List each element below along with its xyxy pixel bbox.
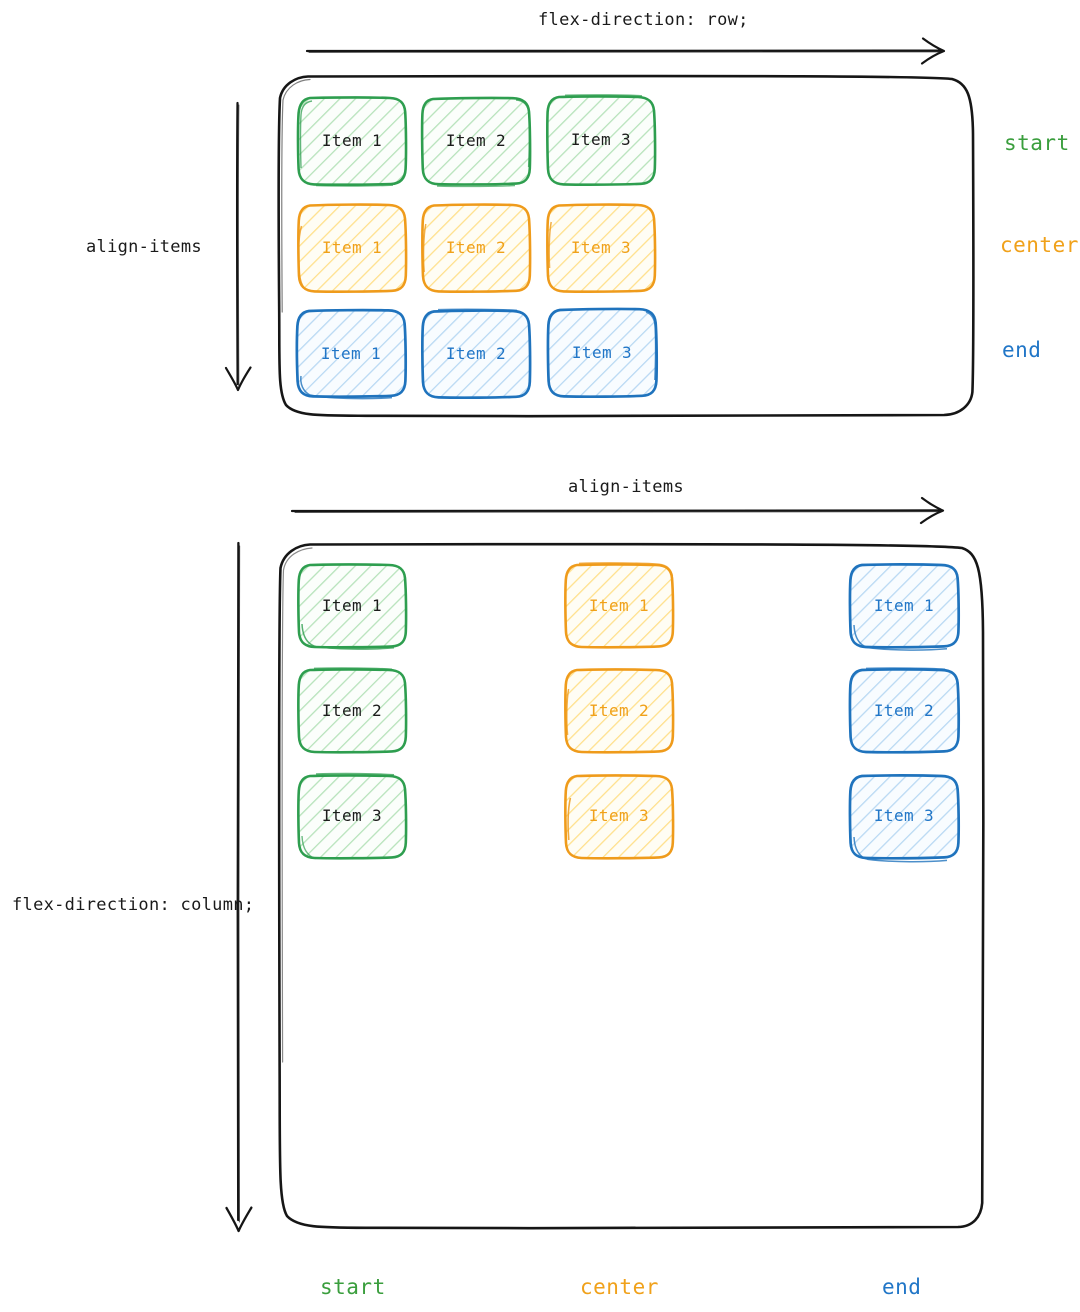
column-panel-top-axis-label: align-items (568, 477, 684, 497)
sketch-box-blue (848, 774, 961, 863)
row-main-axis-arrow (305, 37, 946, 65)
item-label: Item 3 (588, 806, 650, 825)
item-label: Item 2 (445, 131, 507, 150)
item-label: Item 1 (873, 596, 935, 615)
row-end-item-2[interactable]: Item 2 (420, 308, 532, 400)
row-label-start: start (1004, 131, 1070, 155)
item-label: Item 3 (873, 806, 935, 825)
row-start-item-3[interactable]: Item 3 (545, 93, 657, 187)
sketch-box-orange (297, 203, 408, 293)
item-label: Item 3 (571, 343, 633, 362)
row-end-item-1[interactable]: Item 1 (294, 308, 408, 400)
row-cross-axis-arrow (224, 101, 252, 392)
sketch-box-green (297, 772, 408, 860)
item-label: Item 1 (588, 596, 650, 615)
column-start-item-1[interactable]: Item 1 (296, 562, 408, 650)
sketch-box-blue (848, 667, 961, 754)
item-label: Item 3 (570, 130, 632, 149)
column-cross-axis-arrow (290, 496, 945, 525)
column-label-start: start (320, 1275, 386, 1299)
row-label-center: center (1000, 233, 1079, 257)
column-center-item-1[interactable]: Item 1 (563, 562, 675, 650)
row-center-item-3[interactable]: Item 3 (545, 202, 657, 294)
row-center-item-1[interactable]: Item 1 (296, 202, 408, 294)
sketch-box-orange (564, 668, 675, 754)
item-label: Item 3 (321, 806, 383, 825)
column-panel-left-axis-label: flex-direction: column; (12, 895, 255, 915)
row-panel-top-axis-label: flex-direction: row; (538, 10, 749, 30)
item-label: Item 3 (570, 238, 632, 257)
row-start-item-1[interactable]: Item 1 (296, 95, 408, 187)
column-label-center: center (580, 1275, 659, 1299)
column-end-item-1[interactable]: Item 1 (847, 562, 961, 651)
item-label: Item 2 (873, 701, 935, 720)
sketch-box-orange (564, 562, 675, 649)
item-label: Item 1 (321, 596, 383, 615)
sketch-box-blue (421, 308, 532, 400)
column-center-item-2[interactable]: Item 2 (563, 667, 675, 755)
sketch-box-blue (546, 307, 659, 399)
sketch-box-orange (421, 203, 532, 293)
row-start-item-2[interactable]: Item 2 (420, 95, 532, 188)
column-label-end: end (882, 1275, 922, 1299)
row-label-end: end (1002, 338, 1042, 362)
item-label: Item 2 (445, 344, 507, 363)
item-label: Item 1 (321, 238, 383, 257)
item-label: Item 1 (320, 344, 382, 363)
sketch-box-green (297, 563, 408, 650)
sketch-box-green (297, 667, 408, 754)
sketch-box-green (420, 96, 532, 188)
column-main-axis-arrow (225, 541, 253, 1233)
sketch-box-orange (546, 203, 657, 293)
sketch-box-blue (848, 563, 961, 651)
column-center-item-3[interactable]: Item 3 (563, 772, 675, 860)
item-label: Item 1 (321, 131, 383, 150)
column-start-item-2[interactable]: Item 2 (296, 667, 408, 755)
item-label: Item 2 (321, 701, 383, 720)
column-flex-container (276, 542, 986, 1232)
sketch-box-orange (564, 774, 675, 860)
row-center-item-2[interactable]: Item 2 (420, 202, 532, 294)
row-flex-container (276, 74, 976, 419)
item-label: Item 2 (588, 701, 650, 720)
sketch-box-green (296, 96, 408, 187)
row-panel-left-axis-label: align-items (86, 237, 202, 257)
row-end-item-3[interactable]: Item 3 (545, 306, 659, 400)
column-end-item-3[interactable]: Item 3 (847, 772, 961, 863)
item-label: Item 2 (445, 238, 507, 257)
sketch-box-blue (295, 308, 408, 400)
column-start-item-3[interactable]: Item 3 (296, 772, 408, 860)
sketch-box-green (546, 94, 657, 186)
column-end-item-2[interactable]: Item 2 (847, 667, 961, 755)
